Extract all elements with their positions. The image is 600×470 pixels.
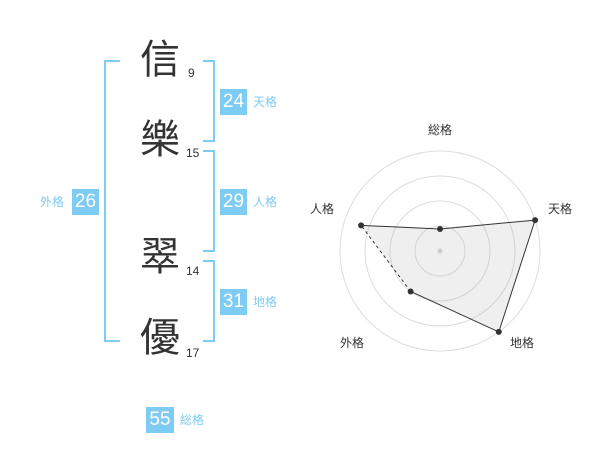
soukaku-label: 総格: [180, 413, 205, 427]
axis-label-jinkaku: 人格: [310, 201, 334, 216]
name-char-3: 翠: [140, 234, 180, 280]
tenkaku-label: 天格: [253, 95, 278, 109]
radar-edge: [361, 224, 441, 230]
tenkaku-bracket: [203, 60, 215, 142]
radar-edge: [439, 219, 536, 230]
radar-edge: [410, 290, 499, 333]
stroke-count-4: 17: [186, 346, 200, 360]
radar-center-dot: [437, 248, 443, 254]
stroke-count-3: 14: [186, 264, 200, 278]
axis-label-gaikaku: 外格: [340, 335, 364, 350]
fortune-radar-chart: 総格 天格 地格 外格 人格: [310, 122, 572, 352]
radar-point-1: [437, 226, 443, 232]
gaikaku-value: 26: [72, 189, 99, 215]
gaikaku-label: 外格: [40, 195, 65, 209]
name-char-1: 信: [140, 37, 180, 83]
jinkaku-bracket: [203, 150, 215, 252]
radar-edge: [498, 219, 536, 333]
gaikaku-bracket: [104, 60, 120, 342]
stroke-count-1: 9: [188, 66, 195, 80]
jinkaku-value: 29: [220, 189, 247, 215]
axis-label-soukaku: 総格: [428, 122, 452, 137]
radar-edge: [360, 225, 412, 292]
radar-area: [361, 220, 536, 332]
axis-label-chikaku: 地格: [510, 335, 534, 350]
axis-label-tenkaku: 天格: [548, 201, 572, 216]
radar-ring: [389, 200, 491, 302]
name-char-2: 樂: [140, 117, 180, 163]
radar-ring: [364, 175, 516, 327]
chikaku-bracket: [203, 260, 215, 342]
chikaku-label: 地格: [253, 295, 278, 309]
soukaku-value: 55: [146, 407, 174, 433]
radar-point-5: [358, 222, 365, 229]
radar-point-4: [407, 288, 414, 295]
stroke-count-2: 15: [186, 146, 200, 160]
tenkaku-value: 24: [220, 89, 247, 115]
name-char-4: 優: [140, 315, 180, 361]
chikaku-value: 31: [220, 289, 247, 315]
radar-ring: [339, 150, 541, 352]
radar-point-2: [532, 217, 539, 224]
radar-point-3: [495, 328, 502, 335]
jinkaku-label: 人格: [253, 195, 278, 209]
